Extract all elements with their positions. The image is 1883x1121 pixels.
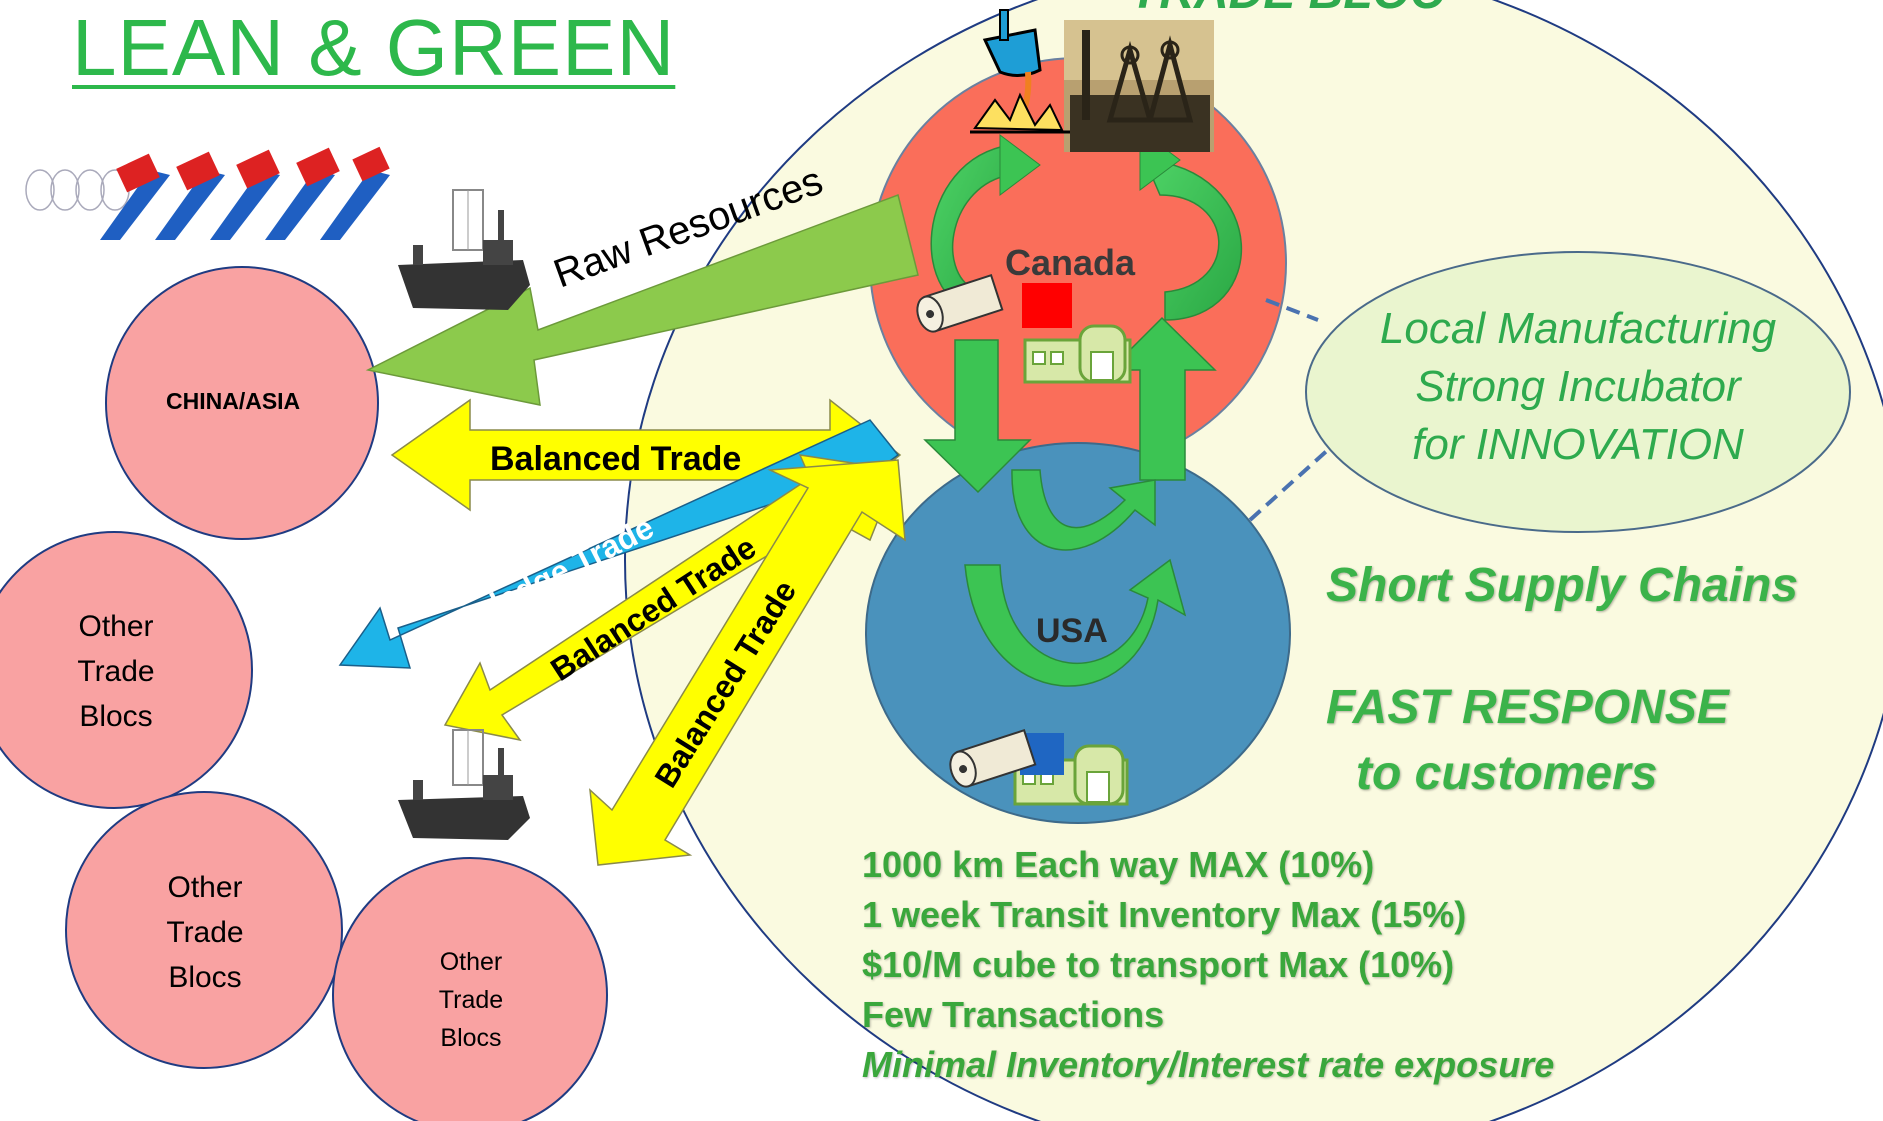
metric-item: Minimal Inventory/Interest rate exposure [862,1044,1555,1085]
callout-line: for INNOVATION [1412,420,1744,469]
trade-bloc-heading: TRADE BLOC [1130,0,1446,19]
other-trade-blocs-label-2: Other Trade Blocs [166,871,243,994]
metric-item: Few Transactions [862,994,1165,1035]
usa-cycle-arrow-bottom [964,558,1187,687]
other-trade-blocs-label-3-line: Trade [439,986,503,1014]
knowledge-trade-arrow [338,419,900,669]
canada-marker-square [1022,283,1072,328]
canada-label: Canada [1005,242,1136,283]
short-supply-chains: Short Supply Chains [1326,559,1799,612]
other-trade-blocs-label-1-line: Other [78,610,153,643]
local-manufacturing-text: Local Manufacturing Strong Incubator for… [1318,300,1838,474]
foundry-icon [970,9,1070,134]
factory-icon [1023,324,1132,384]
other-trade-blocs-label-1-line: Trade [77,655,154,688]
other-trade-blocs-label-2-line: Trade [166,916,243,949]
local-manufacturing-callout [1305,251,1851,533]
metric-item: 1000 km Each way MAX (10%) [862,844,1375,885]
balanced-trade-label-1: Balanced Trade [490,440,741,478]
canada-cycle-arrow-right [1143,159,1242,321]
paper-roll-icon [949,729,1037,788]
other-trade-blocs-circle-3 [332,857,608,1121]
ship-icon [398,189,530,310]
callout-connector-usa [1248,446,1332,522]
mine-icon [1064,20,1214,152]
canada-cycle-arrowhead-left [999,134,1041,196]
other-trade-blocs-label-3-line: Blocs [440,1024,501,1052]
callout-connector-canada [1265,298,1319,322]
ship-icon [398,729,530,840]
paper-roll-icon [916,274,1004,333]
other-trade-blocs-label-3-line: Other [440,948,503,976]
page-title: LEAN & GREEN [72,3,676,92]
fast-response-line-1: FAST RESPONSE [1326,681,1729,734]
china-asia-circle [105,266,379,540]
usa-label: USA [1036,612,1108,650]
canada-to-usa-arrow [923,339,1032,494]
other-trade-blocs-label-1-line: Blocs [79,700,152,733]
fast-response-line-2: to customers [1356,747,1658,800]
coil-icon [25,146,390,240]
callout-line: Local Manufacturing [1379,304,1777,353]
other-trade-blocs-label-3: Other Trade Blocs [439,948,503,1052]
usa-to-canada-arrow [1108,316,1217,481]
other-trade-blocs-label-2-line: Other [167,871,242,904]
other-trade-blocs-label-1: Other Trade Blocs [77,610,154,733]
usa-circle [865,442,1291,824]
usa-cycle-arrow-top [1011,469,1156,551]
metric-item: $10/M cube to transport Max (10%) [862,944,1455,985]
raw-resources-arrow [365,194,919,406]
balanced-trade-arrow-3 [589,459,906,866]
callout-line: Strong Incubator [1415,362,1741,411]
metrics-list: 1000 km Each way MAX (10%) 1 week Transi… [862,840,1554,1090]
china-asia-label: CHINA/ASIA [166,388,300,414]
other-trade-blocs-circle-2 [65,791,343,1069]
other-trade-blocs-circle-1 [0,531,253,809]
other-trade-blocs-label-2-line: Blocs [168,961,241,994]
balanced-trade-arrow-1 [390,398,902,512]
metric-item: 1 week Transit Inventory Max (15%) [862,894,1467,935]
